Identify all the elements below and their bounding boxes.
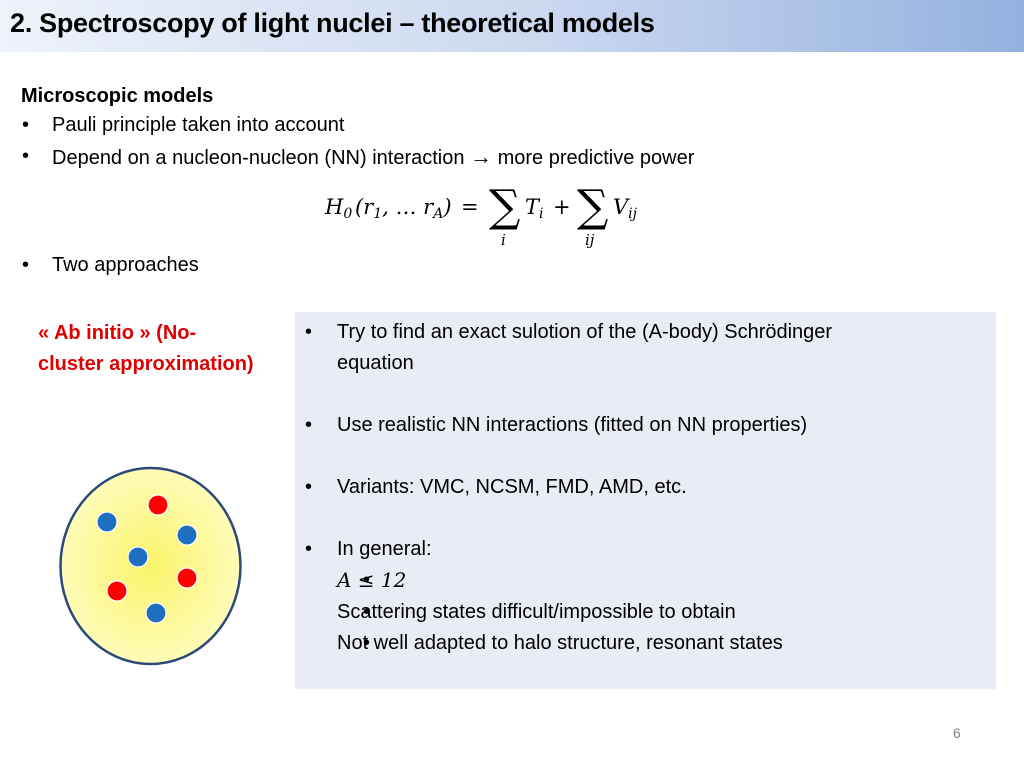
sum1-index: i bbox=[501, 231, 506, 249]
eq-t-subscript: i bbox=[539, 206, 544, 222]
intro-section: Microscopic models Pauli principle taken… bbox=[21, 82, 1001, 174]
bullet-pauli-text: Pauli principle taken into account bbox=[52, 114, 345, 136]
eq-plus: + bbox=[553, 195, 571, 219]
bullet-nn-text: Depend on a nucleon-nucleon (NN) interac… bbox=[52, 147, 465, 169]
eq-t: T bbox=[525, 195, 540, 219]
eq-args-mid: , … r bbox=[382, 195, 434, 219]
bullet-exact-solution: Try to find an exact sulotion of the (A-… bbox=[304, 317, 832, 379]
sum-sign-2: ∑ bbox=[577, 181, 609, 232]
bullet-realistic-nn: Use realistic NN interactions (fitted on… bbox=[304, 410, 832, 441]
slide-title: 2. Spectroscopy of light nuclei – theore… bbox=[10, 8, 655, 38]
eq-arguments: (r1, … rA) bbox=[355, 195, 452, 222]
nucleus-diagram bbox=[59, 466, 242, 666]
sub-bullet-halo: Not well adapted to halo structure, reso… bbox=[304, 628, 832, 659]
eq-equals: = bbox=[461, 195, 479, 219]
bullet-two-approaches: Two approaches bbox=[21, 250, 199, 281]
approaches-bullet-list: Two approaches bbox=[21, 250, 199, 281]
details-bullet-list: Try to find an exact sulotion of the (A-… bbox=[304, 317, 832, 659]
bullet-nn-interaction: Depend on a nucleon-nucleon (NN) interac… bbox=[21, 141, 1001, 174]
proton-dot bbox=[106, 580, 128, 602]
eq-args-subA: A bbox=[433, 206, 444, 222]
eq-v: V bbox=[613, 195, 629, 219]
page-number: 6 bbox=[953, 725, 961, 741]
eq-t-term: Ti bbox=[525, 195, 544, 222]
ab-initio-label: « Ab initio » (No- cluster approximation… bbox=[38, 318, 288, 380]
section-heading: Microscopic models bbox=[21, 85, 214, 107]
nucleus-outline bbox=[59, 466, 242, 666]
bullet-variants: Variants: VMC, NCSM, FMD, AMD, etc. bbox=[304, 472, 832, 503]
eq-args-open: (r bbox=[355, 195, 374, 219]
sum-sign-1: ∑ bbox=[489, 181, 521, 232]
bullet-two-approaches-text: Two approaches bbox=[52, 254, 199, 276]
eq-h: H bbox=[325, 195, 344, 219]
eq-h-symbol: H0 bbox=[325, 195, 352, 222]
bullet-predictive-text: more predictive power bbox=[497, 147, 695, 169]
bullet-in-general: In general: bbox=[304, 534, 832, 565]
eq-h-subscript: 0 bbox=[343, 206, 353, 222]
title-bar: 2. Spectroscopy of light nuclei – theore… bbox=[0, 0, 1024, 52]
sub-bullet-halo-text: Not well adapted to halo structure, reso… bbox=[337, 632, 783, 654]
intro-bullet-list: Pauli principle taken into account Depen… bbox=[21, 110, 1001, 174]
sum2-index: ij bbox=[585, 231, 595, 249]
proton-dot bbox=[176, 567, 198, 589]
sub-bullet-a-limit: A ≤ 12 bbox=[304, 565, 832, 597]
bullet-exact-solution-line1: Try to find an exact sulotion of the (A-… bbox=[337, 321, 833, 343]
proton-dot bbox=[147, 494, 169, 516]
ab-initio-label-line1: « Ab initio » (No- bbox=[38, 322, 197, 344]
neutron-dot bbox=[96, 511, 118, 533]
eq-args-sub1: 1 bbox=[373, 206, 383, 222]
sub-bullet-a-limit-math: A ≤ 12 bbox=[337, 568, 407, 592]
bullet-realistic-nn-text: Use realistic NN interactions (fitted on… bbox=[337, 414, 808, 436]
ab-initio-details-panel: Try to find an exact sulotion of the (A-… bbox=[295, 312, 996, 689]
eq-v-subscript: ij bbox=[628, 206, 637, 222]
eq-args-close: ) bbox=[443, 195, 452, 219]
bullet-pauli: Pauli principle taken into account bbox=[21, 110, 1001, 141]
neutron-dot bbox=[127, 546, 149, 568]
bullet-in-general-text: In general: bbox=[337, 538, 432, 560]
neutron-dot bbox=[145, 602, 167, 624]
sub-bullet-scattering-text: Scattering states difficult/impossible t… bbox=[337, 601, 736, 623]
ab-initio-label-line2: cluster approximation) bbox=[38, 353, 254, 375]
sub-bullet-scattering: Scattering states difficult/impossible t… bbox=[304, 597, 832, 628]
bullet-exact-solution-line2: equation bbox=[337, 352, 414, 374]
right-arrow-icon: → bbox=[470, 144, 493, 169]
bullet-variants-text: Variants: VMC, NCSM, FMD, AMD, etc. bbox=[337, 476, 687, 498]
neutron-dot bbox=[176, 524, 198, 546]
eq-v-term: Vij bbox=[613, 195, 637, 222]
